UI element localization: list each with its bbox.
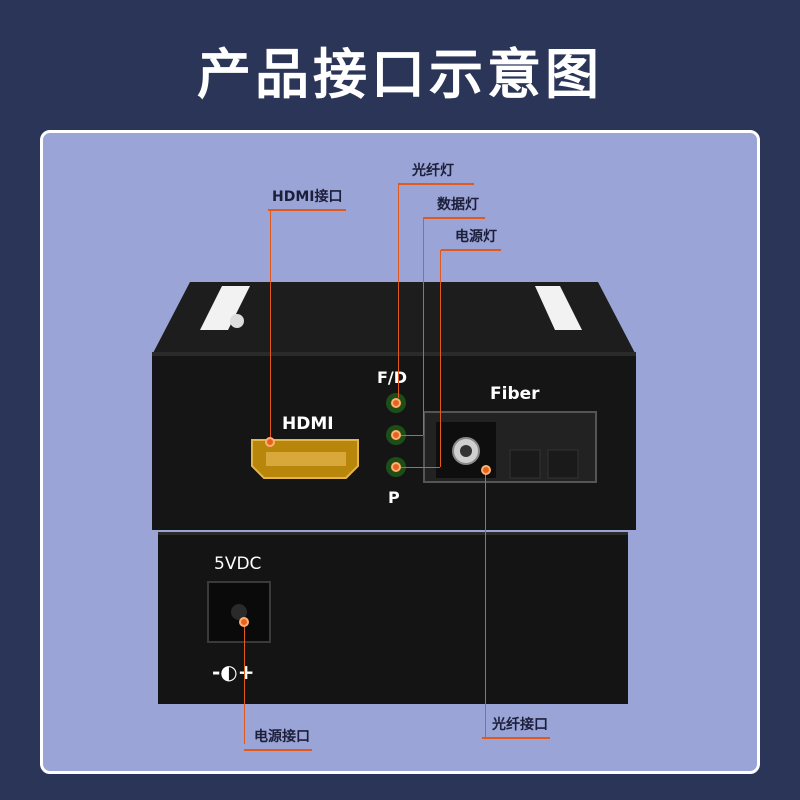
marker-data-led <box>391 430 401 440</box>
brand-logo-icon <box>230 314 244 328</box>
marker-power-port <box>239 617 249 627</box>
leader-data-led <box>423 218 424 435</box>
callout-data-led-text: 数据灯 <box>437 197 479 213</box>
marker-hdmi-port <box>265 437 275 447</box>
callout-fiber-led-text: 光纤灯 <box>412 163 454 179</box>
callout-fiber-port: 光纤接口 <box>482 714 550 739</box>
marker-fiber-led <box>391 398 401 408</box>
power-voltage-label: 5VDC <box>214 554 262 574</box>
callout-power-led: 电源灯 <box>441 226 501 251</box>
fiber-port-label: Fiber <box>490 384 540 404</box>
callout-power-port-text: 电源接口 <box>254 729 310 745</box>
callout-hdmi-port: HDMI接口 <box>268 186 347 211</box>
callout-fiber-port-text: 光纤接口 <box>492 717 548 733</box>
callout-hdmi-port-text: HDMI接口 <box>272 189 343 205</box>
callout-fiber-led: 光纤灯 <box>398 160 474 185</box>
leader-power-port <box>244 622 245 744</box>
callout-underline <box>441 249 501 251</box>
callout-underline <box>423 217 485 219</box>
led-fd-label: F/D <box>377 368 408 387</box>
leader-data-led-h <box>399 435 423 436</box>
callout-underline <box>244 749 312 751</box>
leader-fiber-led <box>398 184 399 398</box>
marker-power-led <box>391 462 401 472</box>
leader-hdmi <box>270 210 271 442</box>
callout-data-led: 数据灯 <box>423 194 485 219</box>
leader-fiber-port <box>485 470 486 738</box>
marker-fiber-port <box>481 465 491 475</box>
callout-power-port: 电源接口 <box>244 726 312 751</box>
callout-underline <box>482 737 550 739</box>
polarity-symbol: -◐+ <box>212 660 255 684</box>
leader-power-led-h <box>399 467 440 468</box>
callout-underline <box>268 209 347 211</box>
hdmi-port-label: HDMI <box>282 414 334 434</box>
page-title: 产品接口示意图 <box>197 43 603 106</box>
led-p-label: P <box>388 488 400 507</box>
leader-power-led <box>440 250 441 467</box>
callout-power-led-text: 电源灯 <box>455 229 497 245</box>
callout-underline <box>398 183 474 185</box>
